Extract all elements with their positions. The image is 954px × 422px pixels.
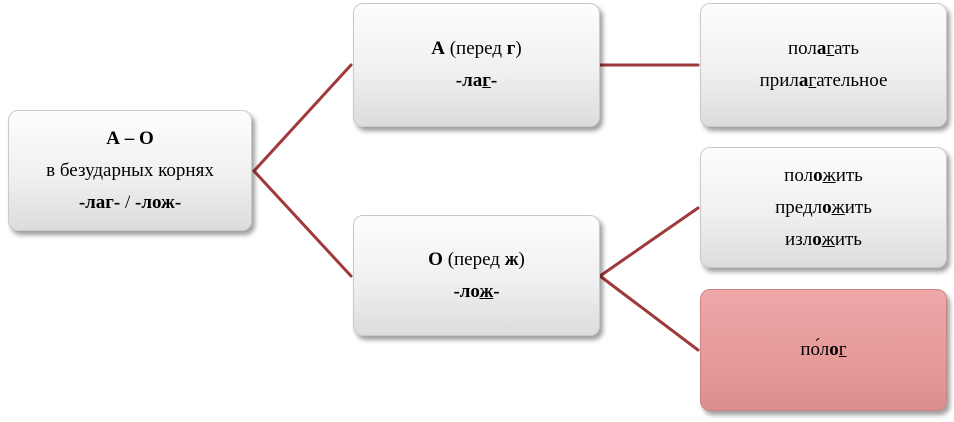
root-rule-box: А – О в безударных корнях -лаг- / -лож- — [8, 110, 252, 231]
branch-a-box: А (перед г) -лаг- — [353, 3, 600, 127]
example-word: изложить — [785, 228, 862, 250]
exception-word: по́лог — [800, 339, 847, 360]
root-roots: -лаг- / -лож- — [78, 191, 182, 213]
connector-root-to-a — [252, 63, 353, 173]
connector-root-to-o — [252, 169, 353, 278]
branch-o-condition: О (перед ж) — [428, 248, 525, 270]
example-word: положить — [784, 164, 863, 186]
branch-a-root: -лаг- — [455, 70, 498, 91]
branch-o-box: О (перед ж) -лож- — [353, 215, 600, 336]
connector-o-to-exception — [598, 274, 700, 352]
example-word: полагать — [787, 38, 860, 59]
connector-o-to-examples — [598, 206, 700, 278]
exception-box: по́лог — [700, 289, 947, 411]
examples-o-box: положить предложить изложить — [700, 147, 947, 268]
example-word: прилагательное — [759, 70, 888, 91]
branch-o-root: -лож- — [453, 280, 500, 302]
examples-a-box: полагать прилагательное — [700, 3, 947, 127]
root-title: А – О — [106, 127, 154, 149]
example-word: предложить — [775, 196, 872, 218]
root-subtitle: в безударных корнях — [46, 159, 214, 181]
branch-a-condition: А (перед г) — [431, 38, 522, 59]
